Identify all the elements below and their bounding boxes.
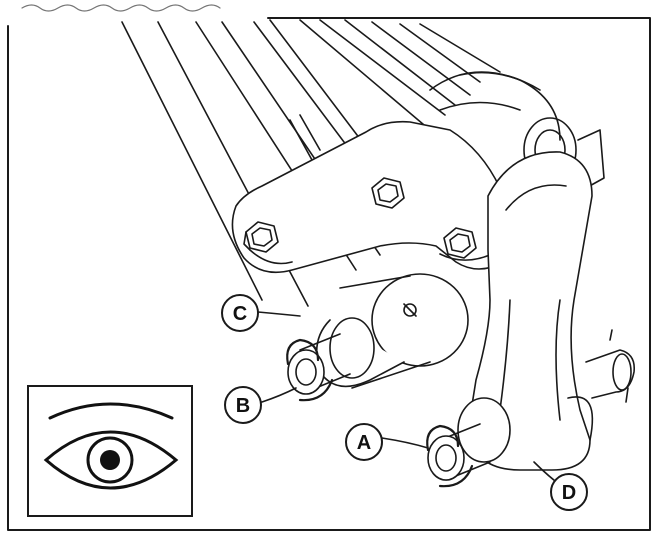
callout-a-label: A: [357, 432, 371, 454]
pin-b-assembly: [286, 317, 405, 402]
bolt-right: [443, 227, 477, 259]
link-member: [467, 151, 593, 471]
leader-c: [257, 311, 301, 317]
pin-a-assembly: [426, 396, 594, 488]
callout-b: B: [224, 386, 262, 424]
caption-remnant: [21, 4, 221, 12]
pivot-boss: [339, 273, 469, 389]
callout-b-label: B: [236, 395, 250, 417]
inspection-inset: [27, 385, 193, 517]
leader-a: [381, 437, 429, 449]
callout-c-label: C: [233, 303, 247, 325]
callout-d-label: D: [562, 482, 576, 504]
eye-icon: [43, 402, 179, 490]
rear-pin: [585, 329, 636, 403]
dipper-arm: [121, 19, 501, 307]
callout-d: D: [550, 473, 588, 511]
bucket-cylinder: [429, 71, 605, 189]
callout-a: A: [345, 423, 383, 461]
figure-frame: [7, 17, 651, 531]
callout-c: C: [221, 294, 259, 332]
bolt-left: [243, 221, 279, 253]
leader-b: [261, 387, 297, 403]
bolt-top: [371, 177, 405, 209]
